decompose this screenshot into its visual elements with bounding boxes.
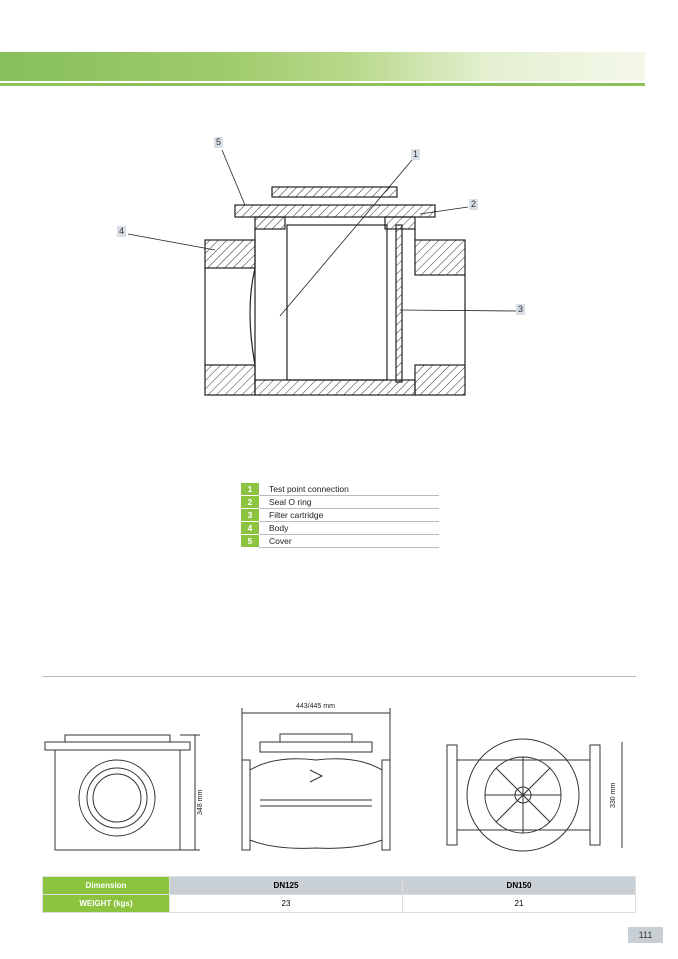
length-dimension: 443/445 mm bbox=[296, 703, 335, 710]
legend-label: Test point connection bbox=[259, 483, 439, 496]
callout-2: 2 bbox=[469, 199, 479, 210]
legend-label: Cover bbox=[259, 534, 439, 548]
spec-header-dn125: DN125 bbox=[169, 876, 403, 895]
spec-weight-row: WEIGHT (kgs) 23 21 bbox=[42, 894, 636, 913]
callout-4: 4 bbox=[117, 226, 127, 237]
spec-weight-dn125: 23 bbox=[169, 894, 403, 913]
filter-cross-section-drawing bbox=[127, 149, 517, 396]
height-dimension-left: 348 mm bbox=[197, 789, 204, 815]
callout-5: 5 bbox=[214, 137, 224, 148]
header-banner bbox=[0, 52, 645, 81]
legend-number: 1 bbox=[241, 483, 259, 496]
dimension-drawings bbox=[44, 708, 623, 852]
spec-header-label: Dimension bbox=[42, 876, 170, 895]
legend-number: 2 bbox=[241, 495, 259, 509]
legend-label: Filter cartridge bbox=[259, 508, 439, 522]
page-number: 111 bbox=[628, 927, 663, 943]
spec-row-label: WEIGHT (kgs) bbox=[42, 894, 170, 913]
height-dimension-right: 330 mm bbox=[610, 782, 617, 808]
spec-weight-dn150: 21 bbox=[402, 894, 636, 913]
legend-number: 3 bbox=[241, 508, 259, 522]
legend-label: Seal O ring bbox=[259, 495, 439, 509]
callout-3: 3 bbox=[516, 304, 526, 315]
spec-header-row: Dimension DN125 DN150 bbox=[42, 876, 636, 895]
callout-1: 1 bbox=[411, 149, 421, 160]
section-divider bbox=[42, 676, 636, 677]
legend-number: 5 bbox=[241, 534, 259, 548]
spec-header-dn150: DN150 bbox=[402, 876, 636, 895]
spec-table: Dimension DN125 DN150 WEIGHT (kgs) 23 21 bbox=[42, 876, 636, 913]
header-rule bbox=[0, 83, 645, 86]
legend-label: Body bbox=[259, 521, 439, 535]
legend-number: 4 bbox=[241, 521, 259, 535]
